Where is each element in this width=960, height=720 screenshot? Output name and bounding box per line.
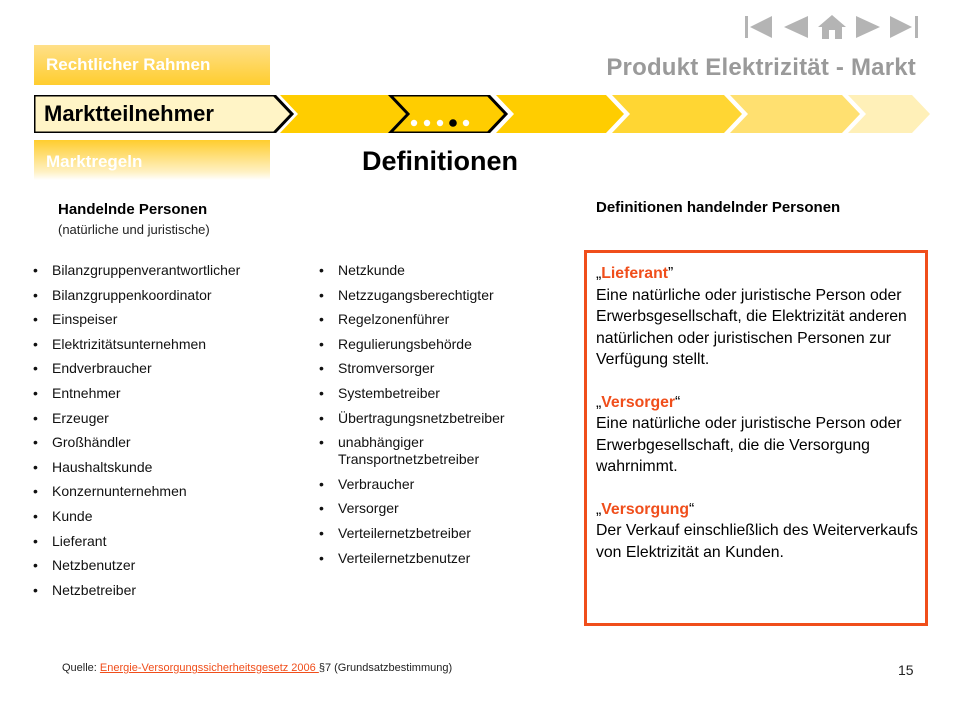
list-item: Regulierungsbehörde [318, 336, 563, 353]
quote-mark: „ [596, 393, 602, 411]
persons-list-left: BilanzgruppenverantwortlicherBilanzgrupp… [32, 262, 292, 606]
tab-label: Marktregeln [46, 152, 143, 171]
list-item: Netzzugangsberechtigter [318, 287, 563, 304]
definition-term: „Versorgung“ [596, 499, 926, 521]
definition-text: Der Verkauf einschließlich des Weiterver… [596, 522, 918, 561]
term-label: Versorger [601, 393, 676, 411]
brand-title: Produkt Elektrizität - Markt [606, 54, 916, 81]
definition-text: Eine natürliche oder juristische Person … [596, 286, 907, 369]
list-item: Netzbetreiber [32, 582, 292, 599]
chevron-step [280, 95, 406, 133]
chevron-progress-bar [34, 95, 930, 133]
quote-mark: ” [667, 265, 674, 282]
term-label: Versorgung [601, 500, 690, 518]
list-item: Haushaltskunde [32, 459, 292, 476]
chevron-step [612, 95, 742, 133]
list-item: Elektrizitätsunternehmen [32, 336, 292, 353]
next-page-icon[interactable] [850, 12, 886, 42]
list-item: Netzbenutzer [32, 557, 292, 574]
home-icon[interactable] [814, 12, 850, 42]
chevron-step [848, 95, 930, 133]
list-item: Versorger [318, 500, 563, 517]
list-item: Systembetreiber [318, 385, 563, 402]
list-item: Verteilernetzbenutzer [318, 550, 563, 567]
list-item: Entnehmer [32, 385, 292, 402]
definition-term: „Lieferant” [596, 263, 926, 285]
quote-mark: „ [596, 500, 602, 518]
persons-list-right: NetzkundeNetzzugangsberechtigterRegelzon… [318, 262, 563, 574]
tab-marktregeln[interactable]: Marktregeln [34, 140, 270, 180]
tab-rechtlicher-rahmen[interactable]: Rechtlicher Rahmen [34, 45, 270, 85]
chevron-active [34, 95, 295, 133]
tab-marktteilnehmer[interactable]: Marktteilnehmer [44, 101, 214, 126]
list-item: Verbraucher [318, 476, 563, 493]
first-page-icon[interactable] [742, 12, 778, 42]
list-item: Stromversorger [318, 360, 563, 377]
list-item: Übertragungsnetzbetreiber [318, 410, 563, 427]
list-item: Verteilernetzbetreiber [318, 525, 563, 542]
left-column-subtitle: (natürliche und juristische) [58, 222, 210, 237]
list-item: Konzernunternehmen [32, 483, 292, 500]
list-item: Endverbraucher [32, 360, 292, 377]
list-item: Netzkunde [318, 262, 563, 279]
list-item: Einspeiser [32, 311, 292, 328]
left-column-title: Handelnde Personen [58, 201, 208, 218]
progress-dots [410, 119, 470, 127]
term-label: Lieferant [601, 265, 668, 282]
tab-label: Rechtlicher Rahmen [46, 55, 211, 74]
chevron-step [730, 95, 860, 133]
list-item: Bilanzgruppenverantwortlicher [32, 262, 292, 279]
page-number: 15 [898, 662, 914, 678]
list-item: Lieferant [32, 533, 292, 550]
source-footer: Quelle: Energie-Versorgungssicherheitsge… [62, 662, 452, 674]
chevron-current [387, 95, 509, 133]
definitions-box: „Lieferant”Eine natürliche oder juristis… [584, 250, 928, 626]
previous-page-icon[interactable] [778, 12, 814, 42]
definitions-title: Definitionen handelnder Personen [596, 199, 841, 216]
list-item: Erzeuger [32, 410, 292, 427]
chevron-step [496, 95, 624, 133]
definitions-content: „Lieferant”Eine natürliche oder juristis… [596, 263, 926, 563]
source-link[interactable]: Energie-Versorgungssicherheitsgesetz 200… [99, 662, 319, 674]
list-item: Bilanzgruppenkoordinator [32, 287, 292, 304]
quote-mark: „ [596, 265, 602, 282]
list-item: unabhängiger Transportnetzbetreiber [318, 434, 563, 468]
list-item: Großhändler [32, 434, 292, 451]
list-item: Regelzonenführer [318, 311, 563, 328]
list-item: Kunde [32, 508, 292, 525]
last-page-icon[interactable] [886, 12, 922, 42]
definition-term: „Versorger“ [596, 392, 926, 414]
quote-mark: “ [675, 393, 681, 411]
source-prefix: Quelle: [62, 662, 100, 674]
page-title: Definitionen [362, 146, 518, 176]
definition-text: Eine natürliche oder juristische Person … [596, 415, 902, 475]
slide-navigation [742, 12, 922, 42]
quote-mark: “ [689, 500, 695, 518]
source-suffix: §7 (Grundsatzbestimmung) [318, 662, 453, 674]
